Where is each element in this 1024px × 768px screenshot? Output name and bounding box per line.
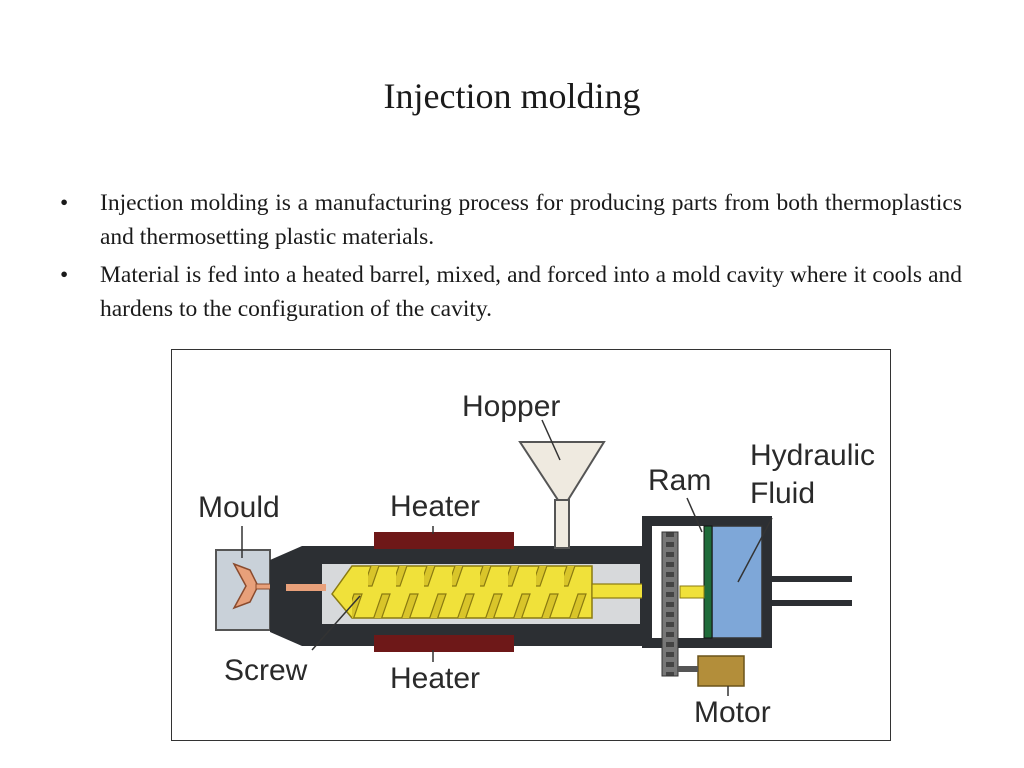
heater-top xyxy=(374,532,514,549)
label-motor: Motor xyxy=(694,696,771,729)
bullet-icon: • xyxy=(60,190,69,216)
bullet-item: • Injection molding is a manufacturing p… xyxy=(60,186,962,254)
label-hopper: Hopper xyxy=(462,390,560,423)
label-ram: Ram xyxy=(648,464,711,497)
label-heater-top: Heater xyxy=(390,490,480,523)
bullet-list: • Injection molding is a manufacturing p… xyxy=(60,186,962,330)
injection-molding-diagram: Hopper Ram Hydraulic Fluid Mould Heater … xyxy=(171,349,891,741)
mould xyxy=(215,549,287,631)
label-screw: Screw xyxy=(224,654,308,687)
bullet-text: Material is fed into a heated barrel, mi… xyxy=(100,262,962,322)
bullet-icon: • xyxy=(60,262,69,288)
ram xyxy=(703,525,713,639)
diagram-canvas: Hopper Ram Hydraulic Fluid Mould Heater … xyxy=(198,390,875,729)
gear-rack xyxy=(661,531,679,677)
heater-bottom xyxy=(374,635,514,652)
ram-rod xyxy=(679,585,705,599)
slide-title: Injection molding xyxy=(383,76,641,116)
bullet-item: • Material is fed into a heated barrel, … xyxy=(60,258,962,326)
label-heater-bottom: Heater xyxy=(390,662,480,695)
hopper xyxy=(518,441,606,549)
label-hydraulic-2: Fluid xyxy=(750,477,815,510)
label-hydraulic-1: Hydraulic xyxy=(750,439,875,472)
label-mould: Mould xyxy=(198,491,280,524)
leader-lines xyxy=(241,419,773,696)
hydraulic-fluid xyxy=(711,525,763,639)
motor xyxy=(697,655,745,687)
bullet-text: Injection molding is a manufacturing pro… xyxy=(100,190,962,250)
motor-shaft xyxy=(678,666,698,672)
